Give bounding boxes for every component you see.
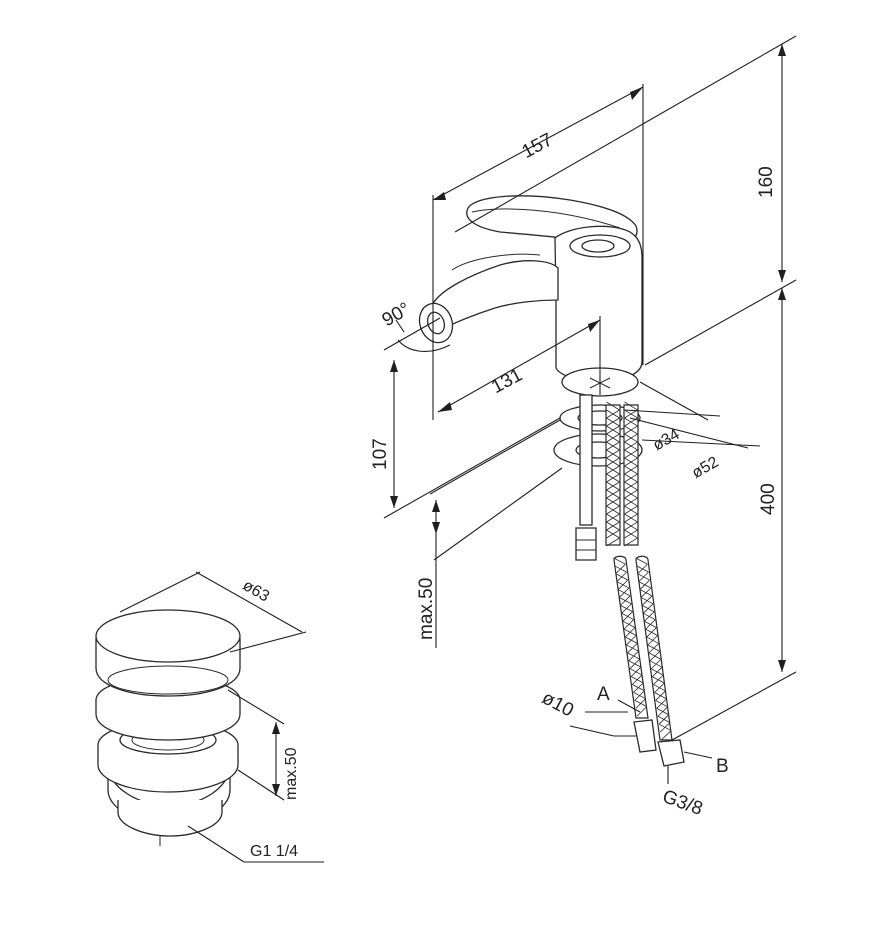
fitting-b — [657, 739, 685, 767]
drain-dim-dia-63: ø63 — [240, 577, 272, 606]
dim-max-50: max.50 — [416, 578, 437, 640]
dim-157: 157 — [519, 129, 557, 162]
drain-drawing — [95, 609, 241, 846]
drain-dim-thread: G1 1/4 — [250, 843, 298, 860]
dim-160: 160 — [756, 166, 777, 198]
hose-braid — [606, 401, 672, 741]
dim-90-deg: 90° — [379, 299, 414, 332]
label-b: B — [716, 756, 729, 777]
drain-dimensions — [119, 571, 324, 863]
dim-dia-10: ø10 — [538, 688, 577, 722]
faucet-drawing — [418, 195, 685, 767]
faucet-dimensions — [383, 35, 797, 784]
dim-107: 107 — [370, 438, 391, 470]
dim-400: 400 — [758, 483, 779, 515]
drain-dim-max-50: max.50 — [283, 747, 300, 800]
spout — [431, 260, 559, 331]
drain-cap-top — [95, 609, 241, 663]
fitting-a — [633, 719, 657, 753]
dim-131: 131 — [488, 365, 526, 398]
threaded-stud — [579, 394, 593, 526]
dim-g3-8: G3/8 — [659, 786, 705, 820]
dim-dia-52: ø52 — [689, 454, 721, 483]
label-a: A — [597, 684, 610, 705]
